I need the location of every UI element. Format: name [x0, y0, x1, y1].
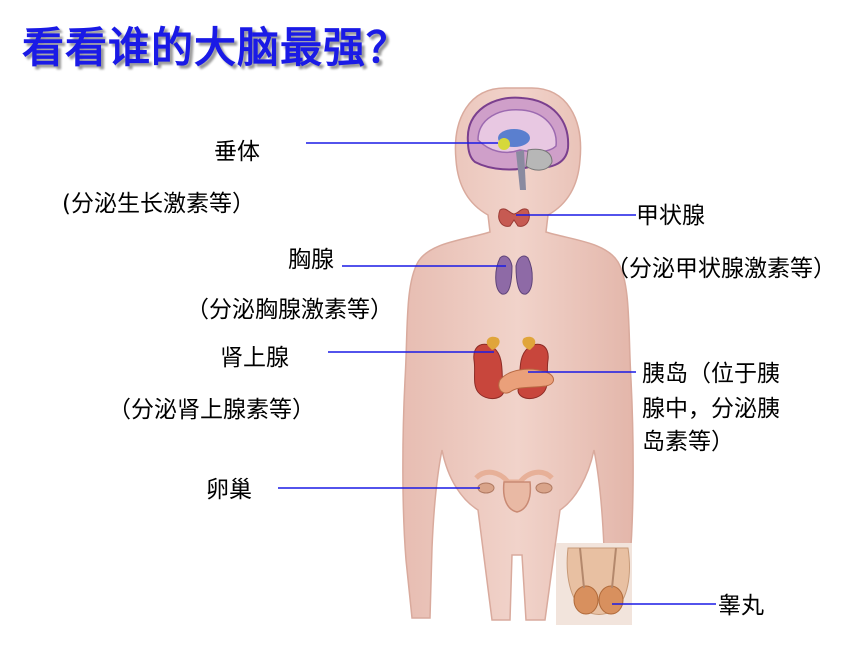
thyroid-illustration [498, 208, 530, 227]
label-testis: 睾丸 [718, 593, 764, 619]
ovary-uterus-illustration [474, 469, 554, 513]
note-thymus: （分泌胸腺激素等） [186, 297, 393, 323]
label-adrenal: 肾上腺 [220, 345, 289, 371]
label-thyroid: 甲状腺 [636, 203, 705, 229]
label-thymus: 胸腺 [288, 247, 334, 273]
testis-inset [556, 543, 632, 625]
body-silhouette [402, 87, 634, 621]
brain-illustration [466, 96, 570, 190]
note-adrenal: （分泌肾上腺素等） [108, 397, 315, 423]
thymus-illustration [495, 255, 533, 295]
note-pituitary: (分泌生长激素等） [62, 191, 255, 217]
label-islets-line1: 胰岛（位于胰 [642, 361, 780, 387]
note-thyroid: （分泌甲状腺激素等） [606, 256, 836, 282]
leader-lines [278, 142, 716, 605]
pancreas-illustration [498, 368, 554, 394]
label-islets-line2: 腺中，分泌胰 [642, 396, 780, 422]
label-pituitary: 垂体 [214, 139, 260, 165]
label-islets-line3: 岛素等） [642, 429, 734, 455]
slide-title: 看看谁的大脑最强？ [22, 23, 410, 72]
label-ovary: 卵巢 [206, 477, 252, 503]
